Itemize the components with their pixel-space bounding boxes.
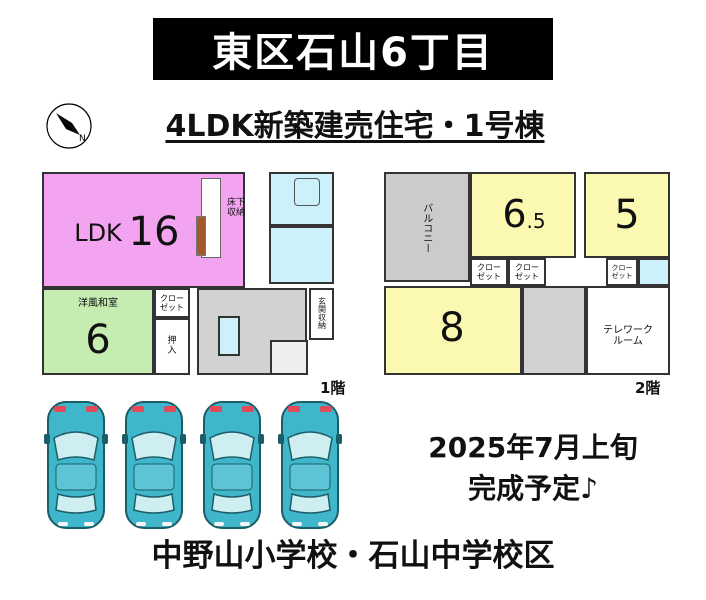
bathtub — [294, 178, 320, 206]
room-ldk-size: 16 — [128, 209, 180, 255]
toilet-1f — [218, 316, 240, 356]
closet-2f-a — [470, 258, 508, 286]
oshiire-label: 押 入 — [167, 335, 177, 356]
balcony — [384, 172, 470, 282]
compass-label: N — [79, 134, 86, 144]
compass: N — [44, 101, 94, 151]
car-top-view-icon — [44, 398, 108, 532]
closet-2f-c — [606, 258, 638, 286]
room-western-japanese-size: 6 — [85, 317, 111, 363]
school-district: 中野山小学校・石山中学校区 — [151, 537, 555, 574]
car-top-view-icon — [278, 398, 342, 532]
telework-room-label: テレワーク ルーム — [603, 324, 653, 348]
underfloor-storage: 床下 収納 — [226, 197, 245, 218]
completion-note: 完成予定♪ — [468, 472, 598, 505]
room-6-5-dec: .5 — [526, 208, 546, 233]
closet-2f-c-label: クロー ゼット — [611, 263, 633, 280]
room-6-5-size: 6 .5 — [494, 192, 554, 238]
floor-plan-1f: LDK 16 床下 収納 洋風和室 6 クロー ゼット 押 入 玄 関 収 納 — [42, 172, 334, 375]
floor-2-label: 2階 — [635, 379, 661, 397]
entrance-storage-label: 玄 関 収 納 — [318, 297, 326, 330]
room-8 — [384, 286, 522, 375]
listing-subtitle: 4LDK新築建売住宅・1号棟 — [165, 109, 545, 144]
page-title: 東区石山6丁目 — [153, 18, 553, 80]
oshiire — [154, 318, 190, 375]
room-western-japanese-name: 洋風和室 — [78, 298, 118, 310]
car-top-view-icon — [122, 398, 186, 532]
hallway-2f — [522, 286, 586, 375]
balcony-label: バルコニー — [420, 203, 432, 253]
closet-2f-a-label: クロー ゼット — [477, 262, 501, 281]
closet-1f-label: クロー ゼット — [160, 293, 184, 312]
room-5 — [584, 172, 670, 258]
room-6-5 — [470, 172, 576, 258]
room-5-size: 5 — [614, 192, 640, 238]
toilet-2f — [638, 258, 670, 286]
closet-2f-b-label: クロー ゼット — [515, 262, 539, 281]
entrance — [270, 340, 308, 375]
closet-2f-b — [508, 258, 546, 286]
washroom — [269, 226, 334, 284]
room-6-5-int: 6 — [502, 192, 527, 237]
parking-area — [40, 398, 380, 532]
closet-1f — [154, 288, 190, 318]
north-arrow-icon: N — [46, 103, 92, 149]
car-top-view-icon — [200, 398, 264, 532]
completion-date: 2025年7月上旬 — [428, 431, 638, 464]
floor-1-label: 1階 — [320, 379, 346, 397]
room-western-japanese — [42, 288, 154, 375]
telework-room — [586, 286, 670, 375]
floor-plan-2f: バルコニー 6 .5 5 クロー ゼット クロー ゼット クロー ゼット 8 テ… — [384, 172, 670, 375]
room-ldk-name: LDK — [74, 219, 122, 248]
kitchen-island — [196, 216, 206, 256]
room-8-size: 8 — [439, 305, 465, 351]
entrance-storage — [309, 288, 334, 340]
